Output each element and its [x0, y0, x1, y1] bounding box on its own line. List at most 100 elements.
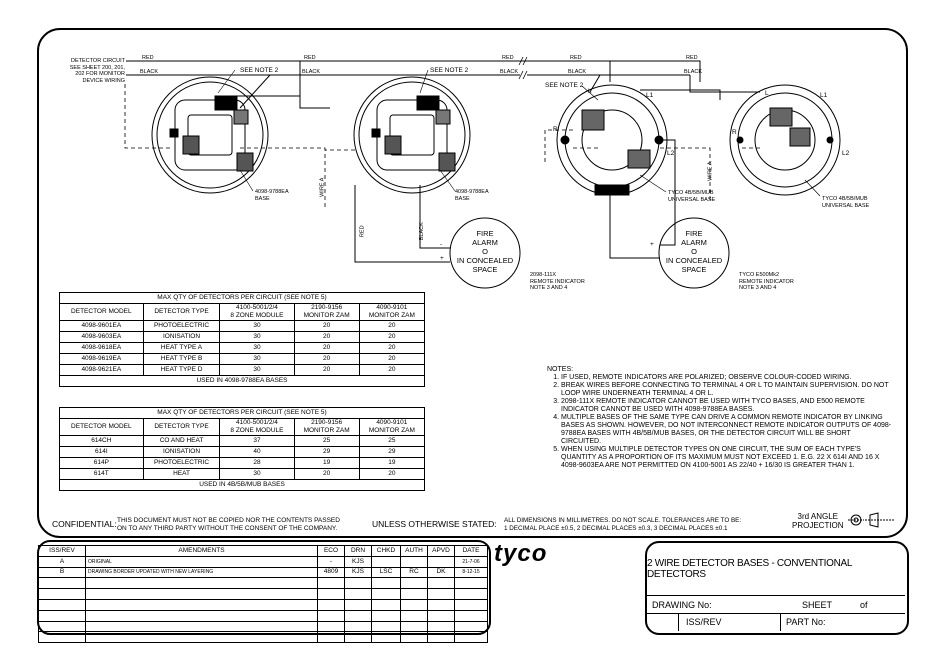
unless-stated-label: UNLESS OTHERWISE STATED:: [372, 519, 497, 529]
wire-label-red: RED: [570, 55, 582, 61]
amend-cell: [400, 555, 428, 568]
table-cell: 40: [219, 446, 295, 458]
confidential-text: THIS DOCUMENT MUST NOT BE COPIED NOR THE…: [117, 517, 340, 532]
table-cell: 20: [358, 364, 426, 376]
table-cell: 20: [358, 468, 426, 480]
drawing-title: 2 WIRE DETECTOR BASES - CONVENTIONAL DET…: [647, 543, 905, 596]
table-cell: 30: [219, 320, 295, 332]
terminal-l2: L2: [667, 150, 675, 157]
table-cell: IONISATION: [142, 446, 221, 458]
wire-label-black: BLACK: [500, 69, 519, 75]
table-header: 2190-9156 MONITOR ZAM: [293, 303, 360, 321]
table-title: MAX QTY OF DETECTORS PER CIRCUIT (SEE NO…: [59, 292, 425, 304]
table-cell: 614P: [59, 457, 144, 469]
table-cell: 20: [293, 320, 360, 332]
amendments-table: ISS/REV AMENDMENTS ECO DRN CHKD AUTH APV…: [38, 545, 488, 644]
table-header: 4090-9101 MONITOR ZAM: [358, 418, 426, 436]
notes-block: NOTES: IF USED, REMOTE INDICATORS ARE PO…: [547, 366, 892, 470]
amend-cell: A: [38, 555, 86, 568]
amend-cell: -: [317, 555, 345, 568]
polarity-minus: -: [650, 255, 653, 262]
polarity-minus: -: [440, 241, 443, 248]
wire-a-label: WIRE A: [319, 177, 326, 197]
table-cell: HEAT: [142, 468, 221, 480]
remote-indicator-2: [658, 217, 730, 289]
amend-cell: 4809: [317, 566, 345, 579]
table-cell: 4098-9618EA: [59, 342, 144, 354]
wire-label-black: BLACK: [140, 69, 159, 75]
wire-label-red: RED: [142, 55, 154, 61]
terminal-l2: L2: [842, 150, 850, 157]
amend-header: AMENDMENTS: [85, 545, 318, 557]
part-no-label: PART No:: [786, 617, 826, 627]
amend-header: ECO: [317, 545, 345, 557]
amend-cell: [371, 555, 401, 568]
table-cell: PHOTOELECTRIC: [142, 457, 221, 469]
amend-header: AUTH: [400, 545, 428, 557]
table-cell: 25: [293, 435, 360, 447]
amend-cell: LSC: [371, 566, 401, 579]
table-header: 2190-9156 MONITOR ZAM: [293, 418, 360, 436]
amend-row: [38, 577, 488, 590]
table-header: 4100-5001/2/4 8 ZONE MODULE: [219, 303, 295, 321]
table-cell: 20: [293, 342, 360, 354]
amend-row: [38, 620, 488, 633]
table-cell: 28: [219, 457, 295, 469]
note-item: MULTIPLE BASES OF THE SAME TYPE CAN DRIV…: [561, 414, 892, 446]
wire-break-marks: [518, 56, 528, 80]
note-item: WHEN USING MULTIPLE DETECTOR TYPES ON ON…: [561, 446, 892, 470]
amend-header: DATE: [454, 545, 488, 557]
table-header: DETECTOR TYPE: [142, 303, 221, 321]
amend-header: CHKD: [371, 545, 401, 557]
confidential-label: CONFIDENTIAL:: [52, 519, 117, 529]
title-divider: [647, 613, 905, 614]
wire-label-red: RED: [502, 55, 514, 61]
table-cell: 19: [358, 457, 426, 469]
amend-cell: 21-7-06: [454, 555, 488, 568]
terminal-l: L: [588, 88, 592, 95]
title-block: [645, 541, 909, 635]
table-cell: 30: [219, 353, 295, 365]
table-cell: 29: [358, 446, 426, 458]
table-cell: HEAT TYPE B: [142, 353, 221, 365]
table-footer: USED IN 4098-9788EA BASES: [59, 375, 425, 387]
terminal-l: L: [765, 90, 769, 97]
table-cell: 19: [293, 457, 360, 469]
table-cell: IONISATION: [142, 331, 221, 343]
table-cell: 20: [358, 342, 426, 354]
table-cell: 29: [293, 446, 360, 458]
table-cell: 30: [219, 364, 295, 376]
table-cell: 30: [219, 342, 295, 354]
title-divider: [678, 613, 679, 631]
table-header: 4090-9101 MONITOR ZAM: [358, 303, 426, 321]
projection-label: 3rd ANGLE PROJECTION: [792, 512, 844, 530]
table-cell: 20: [358, 331, 426, 343]
terminal-r: R: [553, 126, 558, 133]
amend-cell: B: [38, 566, 86, 579]
circuit-wiring: [126, 60, 760, 263]
wire-label-black: BLACK: [568, 69, 587, 75]
base-2-4098-9788ea: [353, 76, 471, 194]
table-cell: CO AND HEAT: [142, 435, 221, 447]
base-4-tyco-universal: [729, 84, 841, 196]
remote-indicator-1: [449, 217, 521, 289]
notes-heading: NOTES:: [547, 366, 574, 373]
amend-row: [38, 609, 488, 622]
detector-circuit-label: DETECTOR CIRCUIT SEE SHEET 200, 201, 202…: [69, 58, 125, 84]
table-cell: 20: [293, 353, 360, 365]
remote-indicator-1-text: FIRE ALARM O IN CONCEALED SPACE: [456, 229, 514, 274]
wire-label-red: RED: [359, 225, 366, 238]
note-item: BREAK WIRES BEFORE CONNECTING TO TERMINA…: [561, 382, 892, 398]
remote-indicator-2-text: FIRE ALARM O IN CONCEALED SPACE: [665, 229, 723, 274]
table-cell: 614CH: [59, 435, 144, 447]
table-cell: 20: [358, 320, 426, 332]
table-cell: 4098-9601EA: [59, 320, 144, 332]
terminal-l1: L1: [646, 92, 654, 99]
table-header: DETECTOR TYPE: [142, 418, 221, 436]
